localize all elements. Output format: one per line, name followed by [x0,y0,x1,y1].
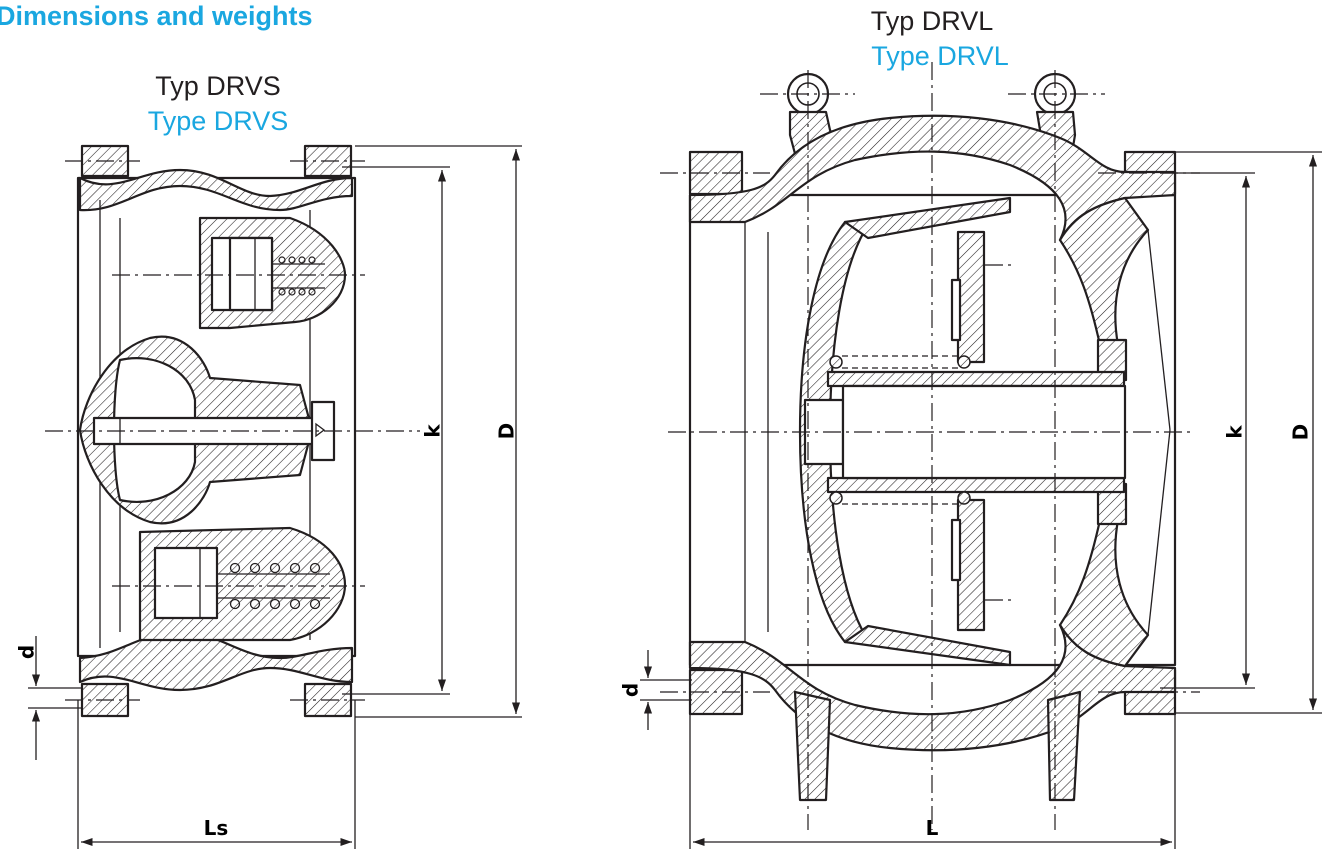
drvs-caption-en: Type DRVS [148,106,289,136]
drvl-caption-de: Typ DRVL [871,6,994,36]
drvl-dim-D-label: D [1289,424,1313,441]
drvl-shaft [826,355,1127,505]
drvl-dim-d-label: d [619,683,643,697]
drvl-dim-L-label: L [926,816,939,840]
view-drvs: Typ DRVS Type DRVS [15,71,522,849]
drvs-lower-cap [138,526,347,642]
drvs-upper-spring [272,256,325,296]
drvs-dim-D-label: D [495,423,519,440]
drvs-dim-Ls-label: Ls [204,816,229,840]
drvl-caption-en: Type DRVL [871,41,1009,71]
drvs-upper-cap [198,216,347,330]
drvs-dimensions [28,145,522,849]
drvl-spring [829,355,971,505]
drvl-guide [950,230,1128,632]
drvs-lower-spring [217,562,330,610]
drvl-dimensions [640,151,1322,849]
drvs-caption-de: Typ DRVS [155,71,281,101]
drvs-dim-d-label: d [15,645,39,659]
drvs-dim-k-label: k [421,424,445,438]
section-heading: Dimensions and weights [0,1,313,31]
drvl-dim-k-label: k [1223,425,1247,439]
view-drvl: Typ DRVL Type DRVL [619,6,1322,849]
drvs-center-hub [78,335,336,525]
